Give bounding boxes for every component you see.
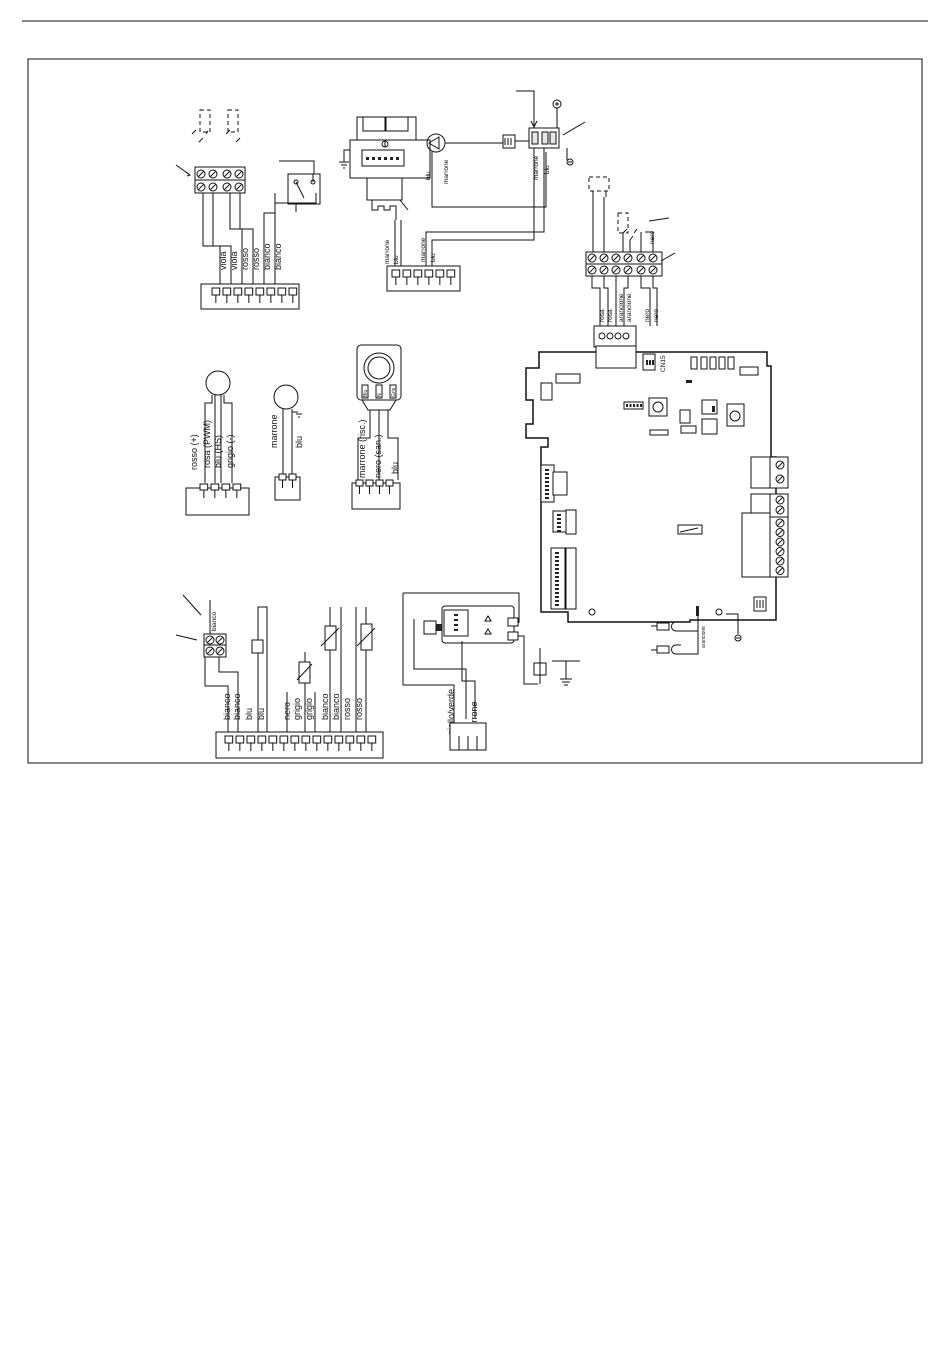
gas-valve-wire-label: marrone [384,239,391,264]
bottom-wire-label: blu [256,708,266,720]
sensor-icon [273,384,299,410]
fan-icon [205,370,231,396]
sensor-wire-label: blu [294,436,304,448]
power-wire-label: marrone [469,701,479,735]
top-left-wire-label: bianco [262,243,272,270]
diverter-pin-label: Gris [391,387,397,397]
fan-wire-label: blu (HS) [213,435,223,468]
diverter-pin-label: N [377,393,383,397]
diverter-pin-label: Blu [363,390,369,397]
diverter-wire-label: marrone (risc.) [357,419,367,478]
gas-valve-wire-label: marrone [420,237,427,262]
top-left-screw-terminals [194,166,246,194]
cn-label: CN15 [660,355,667,372]
top-right-wire-label: arancione [626,293,633,322]
bottom-wire-label: bianco [331,693,341,720]
diverter-motor-icon [363,352,395,384]
bottom-top-label: bianco [211,611,218,631]
top-left-wire-label: rosso [251,248,261,270]
top-left-wire-label: viola [218,251,228,270]
top-right-wire-label: arancione [618,293,625,322]
gas-valve-wire-label: blu [393,255,400,264]
top-left-wire-label: bianco [273,243,283,270]
bottom-wire-label: bianco [320,693,330,720]
ignition-label: arancione [701,626,707,648]
bottom-wire-label: grigio [304,698,314,720]
fan-wire-label: grigio (-) [225,434,235,468]
top-left-wire-label: viola [229,251,239,270]
thermostat-switch [287,173,321,205]
bottom-wire-label: nero [282,702,292,720]
bottom-wire-label: blu [244,708,254,720]
power-wire-label: giallo/verde [446,689,456,735]
top-right-wire-label: rosa [607,309,614,322]
bottom-wire-label: bianco [232,693,242,720]
diverter-group: Blu N Gris marrone (risc.) nero (san.) blu [351,344,402,510]
top-right-wire-label: nero [653,309,660,322]
main-control-board: CN15 [525,345,789,655]
fan-group: rosso (+)rosa (PWM)blu (HS)grigio (-) [185,370,250,516]
bottom-wire-label: rosso [354,698,364,720]
bottom-wire-label: bianco [222,693,232,720]
fan-wire-label: rosa (PWM) [202,420,212,468]
top-right-wire-label: nero [644,309,651,322]
gas-valve-wire-label: blu [430,253,437,262]
top-right-wire-label: rosa [599,309,606,322]
power-group: giallo/verdeblumarrone [402,592,580,751]
diverter-wire-label: nero (san.) [373,434,383,478]
earth-wire-label: marrone [533,155,540,180]
top-right-top-label: nero [649,231,656,244]
bottom-wire-label: rosso [342,698,352,720]
sensor-group: marrone blu [269,384,304,501]
sensor-wire-label: marrone [269,414,279,448]
diverter-wire-label: blu [390,462,400,474]
top-left-wire-label: rosso [240,248,250,270]
fan-wire-label: rosso (+) [189,434,199,470]
pump-wire-label: marrone [443,159,450,184]
earth-wire-label: blu [544,165,551,174]
pump-wire-label: blu [425,171,432,180]
bottom-wire-label: grigio [292,698,302,720]
diagram-frame [27,58,923,764]
